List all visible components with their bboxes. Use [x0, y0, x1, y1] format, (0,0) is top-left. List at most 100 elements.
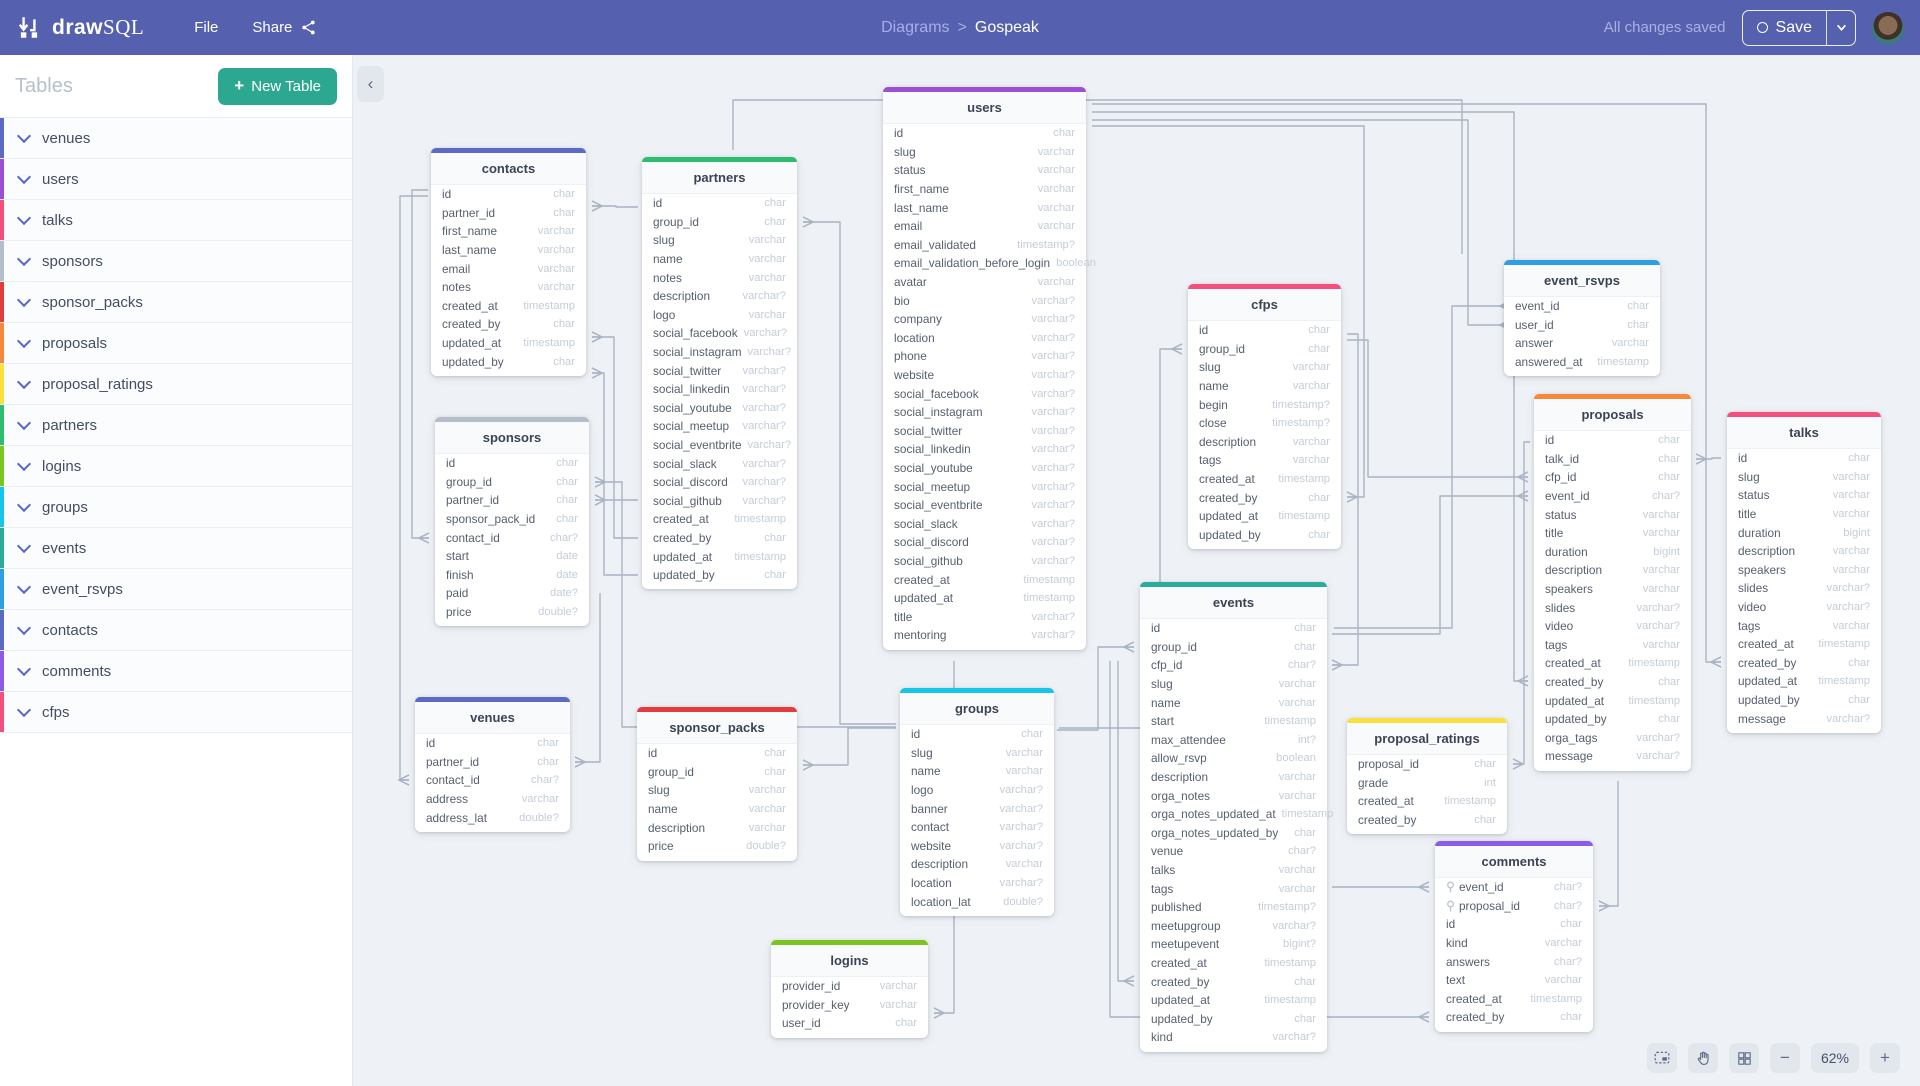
sidebar-item-contacts[interactable]: contacts — [0, 610, 352, 651]
minimap-toggle-button[interactable] — [1647, 1043, 1677, 1073]
pan-tool-button[interactable] — [1688, 1043, 1718, 1073]
chevron-down-icon[interactable] — [16, 456, 32, 471]
sidebar-item-venues[interactable]: venues — [0, 118, 352, 159]
chevron-down-icon[interactable] — [16, 128, 32, 143]
table-title[interactable]: proposal_ratings — [1347, 723, 1507, 755]
chevron-down-icon[interactable] — [16, 620, 32, 635]
table-title[interactable]: logins — [771, 945, 928, 977]
chevron-down-icon[interactable] — [16, 702, 32, 717]
table-title[interactable]: venues — [415, 702, 570, 734]
chevron-down-icon[interactable] — [16, 251, 32, 266]
sidebar-item-proposals[interactable]: proposals — [0, 323, 352, 364]
sidebar-item-events[interactable]: events — [0, 528, 352, 569]
sidebar-item-proposal_ratings[interactable]: proposal_ratings — [0, 364, 352, 405]
drawsql-logo[interactable]: drawSQL — [16, 15, 144, 41]
table-title[interactable]: users — [883, 92, 1086, 124]
chevron-down-icon[interactable] — [16, 169, 32, 184]
sidebar-item-logins[interactable]: logins — [0, 446, 352, 487]
table-title[interactable]: contacts — [431, 153, 586, 185]
table-title[interactable]: event_rsvps — [1504, 265, 1660, 297]
table-title[interactable]: partners — [642, 162, 797, 194]
table-title[interactable]: cfps — [1188, 289, 1341, 321]
menu-share[interactable]: Share — [252, 19, 317, 36]
